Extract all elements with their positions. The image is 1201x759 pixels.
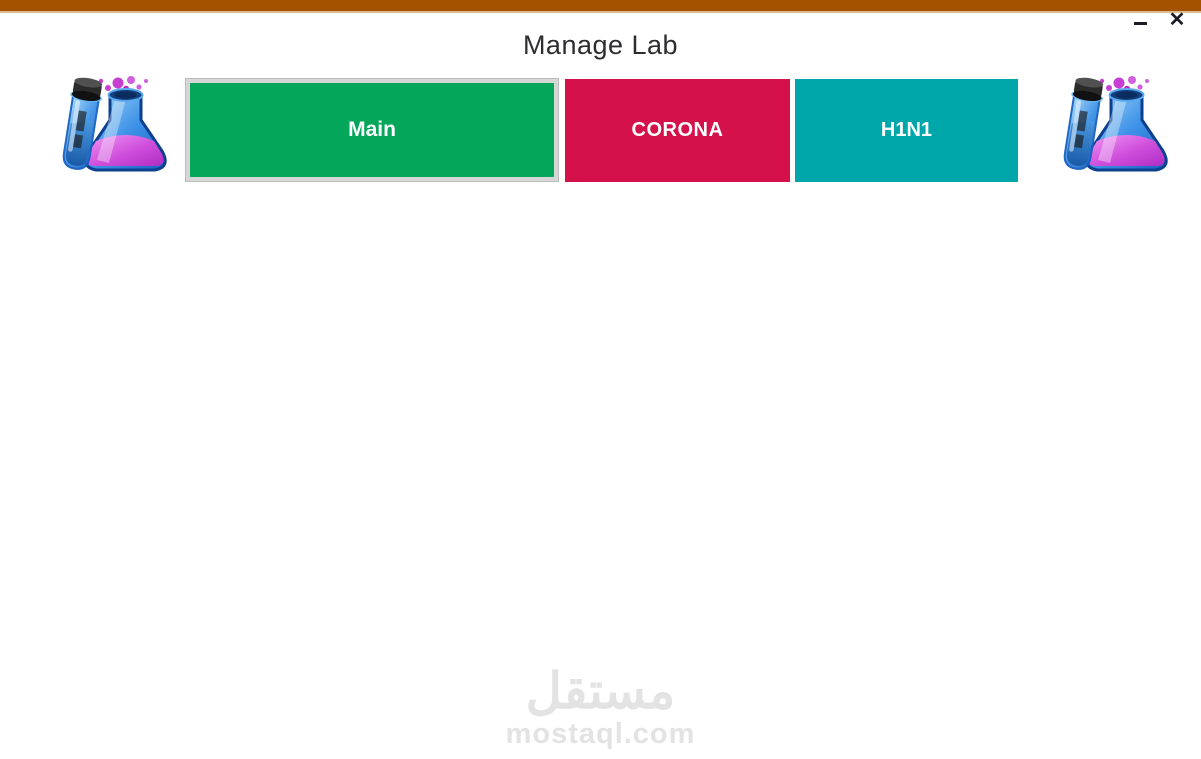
watermark: مستقل mostaql.com — [0, 666, 1201, 751]
minimize-button[interactable] — [1129, 9, 1151, 31]
main-lab-button[interactable]: Main — [186, 79, 558, 181]
close-button[interactable]: ✕ — [1168, 9, 1186, 31]
watermark-domain-text: mostaql.com — [505, 718, 696, 750]
corona-lab-button[interactable]: CORONA — [565, 79, 790, 182]
titlebar — [0, 0, 1201, 11]
page-title: Manage Lab — [522, 30, 679, 60]
window-controls: ✕ — [1129, 8, 1189, 32]
h1n1-lab-button[interactable]: H1N1 — [795, 79, 1018, 182]
watermark-arabic-text: مستقل — [525, 663, 676, 719]
minimize-icon — [1133, 22, 1147, 25]
lab-flasks-icon — [57, 75, 167, 173]
lab-flasks-icon — [1058, 75, 1168, 173]
titlebar-edge — [0, 11, 1201, 13]
